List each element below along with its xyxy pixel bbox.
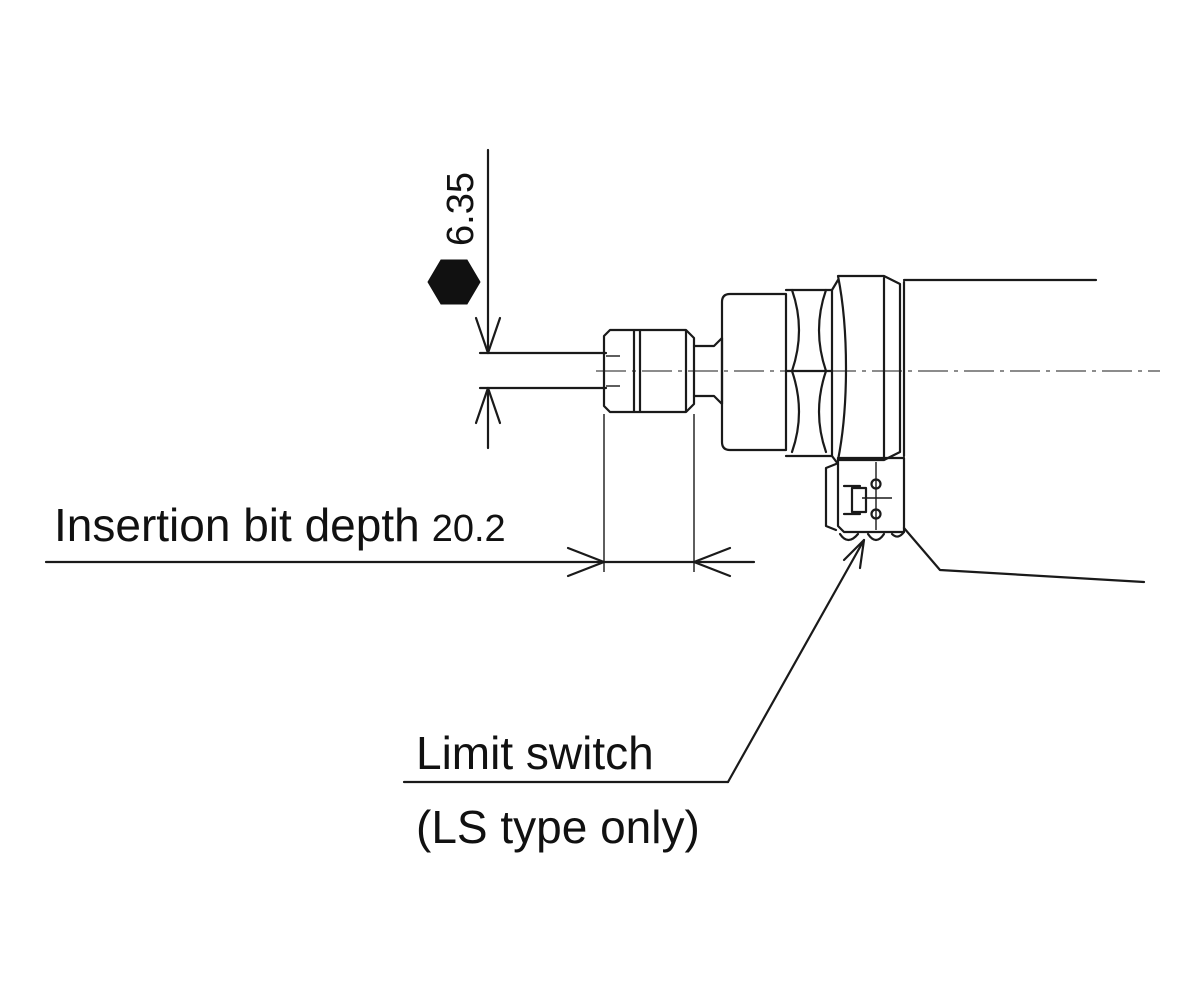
hex-size-label: 6.35 xyxy=(440,172,482,246)
hex-nut xyxy=(784,278,840,466)
insertion-dimension xyxy=(44,414,756,578)
insertion-value: 20.2 xyxy=(431,508,506,550)
hexagon-icon xyxy=(427,259,481,305)
tool-body xyxy=(902,278,1146,584)
limit-switch-leader xyxy=(402,538,866,784)
insertion-label-text: Insertion bit depth xyxy=(54,499,420,551)
collar xyxy=(720,292,788,452)
insertion-depth-label: Insertion bit depth 20.2 xyxy=(54,502,506,548)
limit-switch-block xyxy=(824,456,906,542)
limit-switch-note: (LS type only) xyxy=(416,801,700,853)
limit-switch-label: Limit switch xyxy=(416,727,654,779)
flange xyxy=(836,274,906,462)
hex-dimension xyxy=(474,148,608,450)
